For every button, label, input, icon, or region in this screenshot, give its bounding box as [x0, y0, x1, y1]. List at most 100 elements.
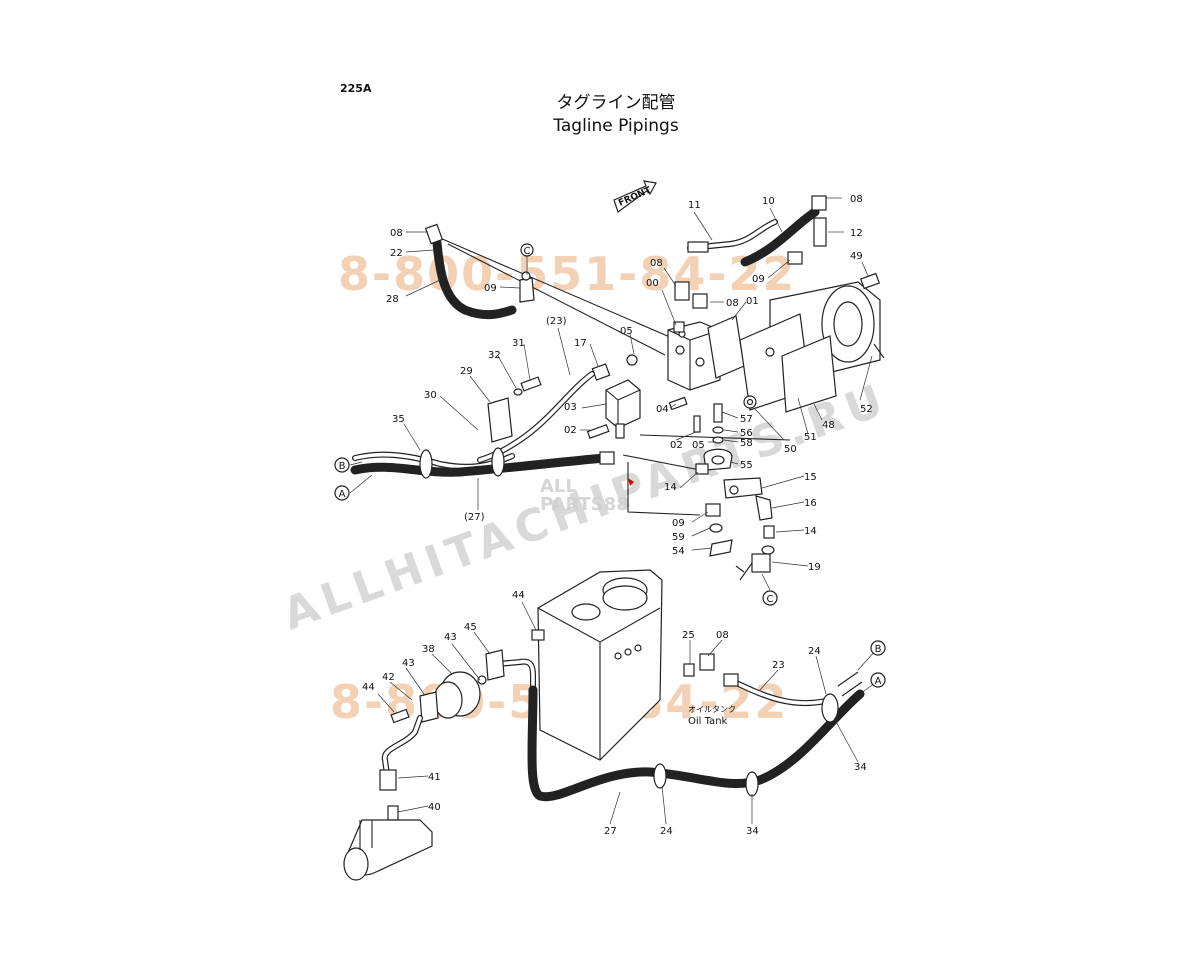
callout-50: 50: [784, 444, 797, 455]
bolt-04: [668, 396, 688, 411]
title-japanese: タグライン配管: [557, 93, 676, 113]
callout-B-left: B: [339, 461, 346, 472]
callout-circle-b-right: [870, 640, 886, 656]
callout-08-top-left: 08: [390, 228, 403, 239]
fitting-12: [811, 195, 827, 247]
callout-44-top: 44: [512, 590, 525, 601]
plate-29: [487, 397, 513, 443]
block-03: [605, 379, 641, 439]
callout-01: 01: [746, 296, 759, 307]
callout-C-top: C: [524, 246, 531, 257]
callout-51: 51: [804, 432, 817, 443]
callout-43-left: 43: [402, 658, 415, 669]
callout-C-bottom: C: [767, 594, 774, 605]
callout-circle-b-left: [334, 457, 350, 473]
elbow-fitting-09-bottom: [705, 503, 721, 517]
bolt-44-top: [531, 629, 545, 641]
callout-02-left: 02: [564, 425, 577, 436]
lower-right-fittings: [695, 463, 775, 581]
callout-23: 23: [772, 660, 785, 671]
oil-tank: オイルタンク Oil Tank: [537, 569, 736, 761]
bolt-02-left: [586, 423, 610, 439]
callout-40: 40: [428, 802, 441, 813]
callout-45: 45: [464, 622, 477, 633]
elbow-fitting-08-tank: [699, 653, 715, 671]
return-hose-group: [527, 653, 865, 802]
callout-08-mid: 08: [650, 258, 663, 269]
callout-A-right: A: [875, 676, 882, 687]
cock-valve-19: [735, 545, 775, 581]
callout-42: 42: [382, 672, 395, 683]
callout-48: 48: [822, 420, 835, 431]
watermark-logo-top: ALL: [540, 476, 577, 497]
callout-03: 03: [564, 402, 577, 413]
watermark-logo-bottom: PARTS88: [540, 494, 629, 515]
callout-16: 16: [804, 498, 817, 509]
bolt-31: [520, 376, 542, 392]
elbow-fitting-16: [755, 495, 773, 521]
callout-43-top: 43: [444, 632, 457, 643]
callout-27: 27: [604, 826, 617, 837]
flange-43-left: [419, 691, 439, 723]
callout-57: 57: [740, 414, 753, 425]
frame-tube: [343, 819, 433, 881]
bracket-48: [781, 335, 837, 413]
bolt-02-right: [693, 415, 701, 433]
callout-leaders: [349, 197, 877, 825]
callout-55: 55: [740, 460, 753, 471]
hose-11: [687, 219, 778, 253]
callout-circle-a-right: [870, 672, 886, 688]
pipe-41: [379, 715, 423, 791]
clamp-24-bottom: [653, 763, 667, 789]
callout-08-valve: 08: [726, 298, 739, 309]
callout-14-top: 14: [664, 482, 677, 493]
callout-19: 19: [808, 562, 821, 573]
callout-30: 30: [424, 390, 437, 401]
callout-12: 12: [850, 228, 863, 239]
fitting-14-bottom: [763, 525, 775, 539]
elbow-fitting-09-mid: [787, 251, 803, 265]
callout-09-mid: 09: [752, 274, 765, 285]
washer-50: [743, 395, 757, 409]
callout-28: 28: [386, 294, 399, 305]
washer-32: [513, 388, 523, 396]
callout-54: 54: [672, 546, 685, 557]
suction-assembly: [343, 629, 545, 881]
callout-circle-c-top: [520, 243, 534, 257]
bolt-44-left: [390, 708, 410, 724]
hose-23: [723, 673, 833, 707]
bolt-49: [860, 272, 880, 290]
callout-49: 49: [850, 251, 863, 262]
callout-09-bottom: 09: [672, 518, 685, 529]
callout-00: 00: [646, 278, 659, 289]
elbow-fitting-08-valve: [692, 293, 708, 309]
elbow-fitting-08-top-left: [424, 223, 444, 245]
callout-23-paren: (23): [546, 316, 567, 327]
callout-59: 59: [672, 532, 685, 543]
callout-58: 58: [740, 438, 753, 449]
callout-05-top: 05: [620, 326, 633, 337]
fitting-14-top: [695, 463, 709, 475]
elbow-fitting-09-left: [519, 271, 535, 303]
plate-54: [709, 539, 733, 557]
callout-09-left: 09: [484, 283, 497, 294]
clamp-30: [419, 447, 505, 479]
bolt-57: [713, 403, 723, 423]
callout-labels: 08 22 28 09 C 11 10 08 12 08 09 49 00 08…: [334, 194, 886, 837]
hose-10: [740, 207, 820, 267]
callout-04: 04: [656, 404, 669, 415]
front-arrow-icon: FRONT: [613, 180, 657, 213]
fitting-40: [387, 805, 399, 821]
hose-28: [432, 238, 517, 320]
fitting-17: [591, 363, 611, 381]
clamp-34-right: [821, 693, 839, 723]
callout-34-bottom: 34: [746, 826, 759, 837]
washer-59: [709, 523, 723, 533]
nut-05-top: [626, 354, 638, 366]
upper-assembly: [424, 195, 885, 516]
callout-08-tank: 08: [716, 630, 729, 641]
fitting-25: [683, 663, 695, 677]
callout-24-top: 24: [808, 646, 821, 657]
elbow-fitting-08-mid: [674, 281, 690, 301]
